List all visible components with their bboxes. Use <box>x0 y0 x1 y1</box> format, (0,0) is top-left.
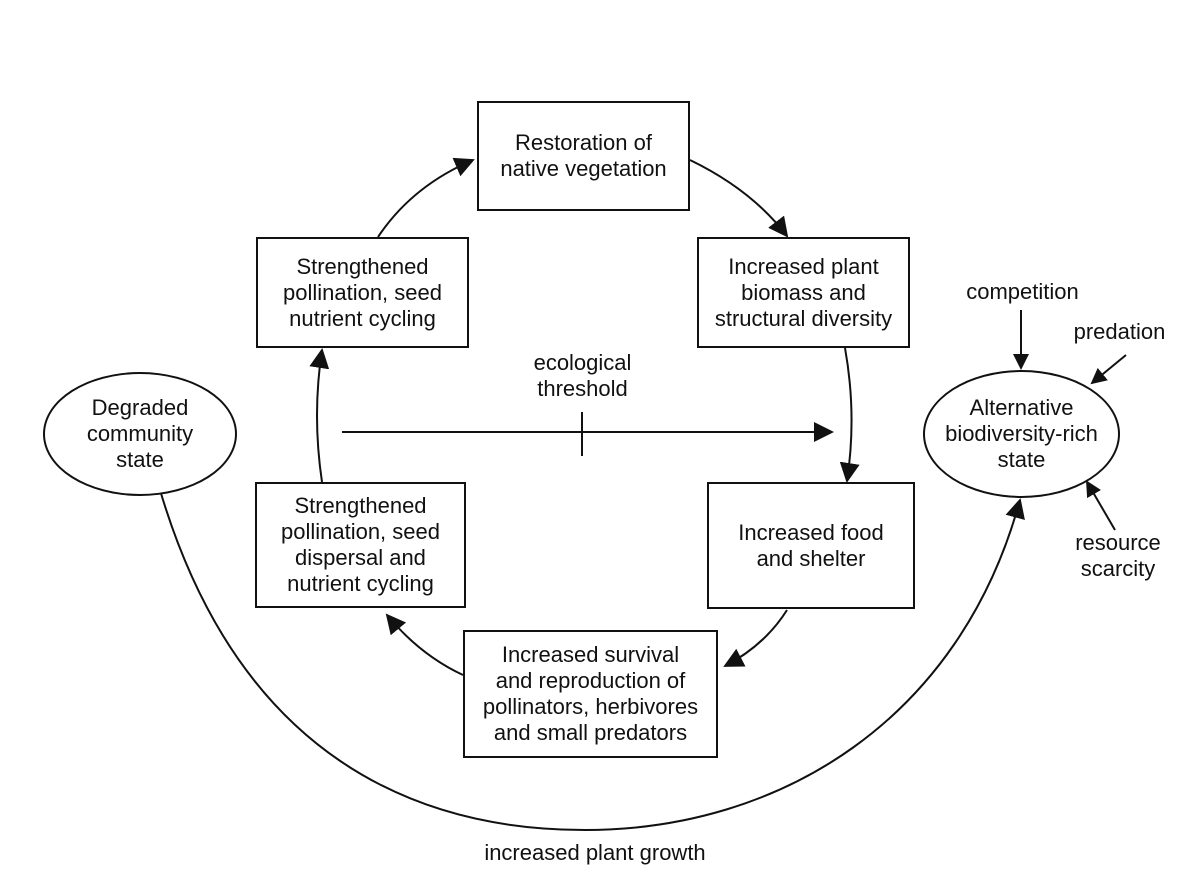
label-ecological-threshold: ecological threshold <box>533 350 632 401</box>
label-resource-scarcity: resource scarcity <box>1075 530 1161 581</box>
node-food-shelter: Increased food and shelter <box>707 482 915 609</box>
arrow-food-to-survival <box>723 609 788 667</box>
arrow-survival-to-pollination-lower <box>385 613 464 676</box>
label-predation: predation <box>1073 319 1166 344</box>
arrow-resource-scarcity <box>1085 480 1116 531</box>
node-pollination-upper: Strengthened pollination, seed nutrient … <box>256 237 469 348</box>
label-increased-plant-growth: increased plant growth <box>484 840 706 865</box>
arrow-restoration-to-biomass <box>689 159 789 238</box>
arrow-pollination-upper-to-restoration <box>377 157 475 238</box>
arrow-plant-growth-arc <box>159 489 1025 832</box>
node-survival: Increased survival and reproduction of p… <box>463 630 718 758</box>
arrow-pollination-lower-to-upper <box>309 348 330 483</box>
node-alternative-state: Alternative biodiversity-rich state <box>923 370 1120 498</box>
label-competition: competition <box>966 279 1079 304</box>
node-restoration: Restoration of native vegetation <box>477 101 690 211</box>
node-biomass: Increased plant biomass and structural d… <box>697 237 910 348</box>
node-degraded-state: Degraded community state <box>43 372 237 496</box>
arrow-predation <box>1090 354 1127 385</box>
arrow-biomass-to-food <box>839 347 860 483</box>
node-pollination-lower: Strengthened pollination, seed dispersal… <box>255 482 466 608</box>
